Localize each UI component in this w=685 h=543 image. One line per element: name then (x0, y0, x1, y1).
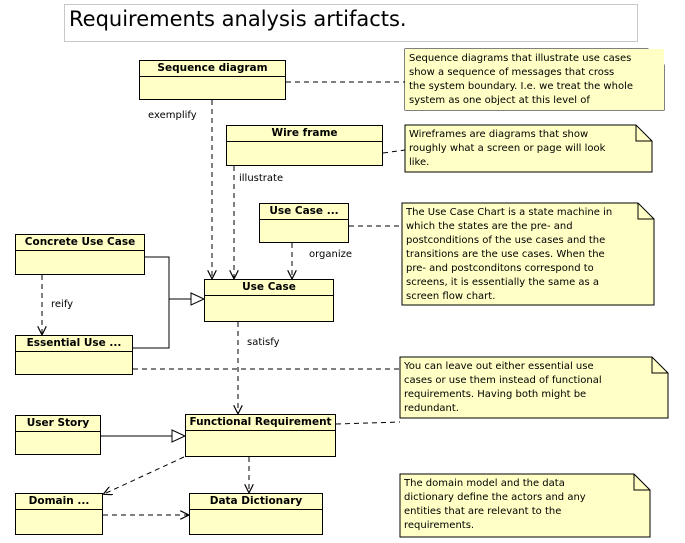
class-data-dictionary[interactable]: Data Dictionary (189, 493, 323, 535)
class-user-story-name: User Story (16, 416, 100, 432)
class-domain-model[interactable]: Domain ... (15, 493, 103, 535)
note-essential[interactable]: You can leave out either essential use c… (400, 357, 668, 418)
class-wire-frame[interactable]: Wire frame (226, 125, 383, 166)
note-use-case-chart[interactable]: The Use Case Chart is a state machine in… (402, 203, 654, 305)
note-wireframe-text: Wireframes are diagrams that show roughl… (409, 129, 606, 168)
diagram-title: Requirements analysis artifacts. (69, 7, 407, 31)
note-essential-text: You can leave out either essential use c… (404, 361, 602, 414)
label-reify: reify (51, 299, 74, 310)
note-sequence-text: Sequence diagrams that illustrate use ca… (409, 53, 633, 106)
class-functional-requirement[interactable]: Functional Requirement (185, 414, 336, 457)
generalization-arrowhead-use-case (190, 292, 206, 306)
anchor-line-functional-note (335, 421, 401, 425)
label-exemplify: exemplify (148, 110, 197, 121)
note-shape-domain (399, 473, 651, 538)
anchor-line-wireframe-note (382, 149, 406, 154)
class-sequence-diagram[interactable]: Sequence diagram (139, 60, 286, 100)
note-wireframe[interactable]: Wireframes are diagrams that show roughl… (405, 125, 652, 172)
class-functional-requirement-name: Functional Requirement (186, 415, 335, 431)
note-shape-use-case-chart (401, 202, 655, 306)
class-sequence-diagram-name: Sequence diagram (140, 61, 285, 77)
note-shape-wireframe (404, 124, 653, 173)
class-concrete-use-case[interactable]: Concrete Use Case (15, 234, 145, 275)
label-satisfy: satisfy (247, 337, 280, 348)
class-wire-frame-name: Wire frame (227, 126, 382, 142)
class-use-case-chart[interactable]: Use Case ... (259, 203, 349, 243)
generalization-arrowhead-functional (171, 429, 187, 443)
class-user-story[interactable]: User Story (15, 415, 101, 455)
class-domain-model-name: Domain ... (16, 494, 102, 510)
class-use-case[interactable]: Use Case (204, 279, 334, 322)
note-shape-essential (399, 356, 669, 419)
note-sequence[interactable]: Sequence diagrams that illustrate use ca… (405, 49, 664, 110)
note-domain-text: The domain model and the data dictionary… (404, 478, 586, 531)
class-use-case-chart-name: Use Case ... (260, 204, 348, 220)
note-domain[interactable]: The domain model and the data dictionary… (400, 474, 650, 537)
class-concrete-use-case-name: Concrete Use Case (16, 235, 144, 251)
note-use-case-chart-text: The Use Case Chart is a state machine in… (406, 207, 613, 302)
class-essential-use-case[interactable]: Essential Use ... (15, 335, 133, 375)
label-illustrate: illustrate (239, 173, 284, 184)
class-essential-use-case-name: Essential Use ... (16, 336, 132, 352)
label-organize: organize (309, 249, 353, 260)
generalization-bracket (133, 256, 170, 349)
diagram-title-box: Requirements analysis artifacts. (64, 4, 638, 42)
functional-to-domain-arrow (104, 456, 185, 494)
class-use-case-name: Use Case (205, 280, 333, 296)
class-data-dictionary-name: Data Dictionary (190, 494, 322, 510)
